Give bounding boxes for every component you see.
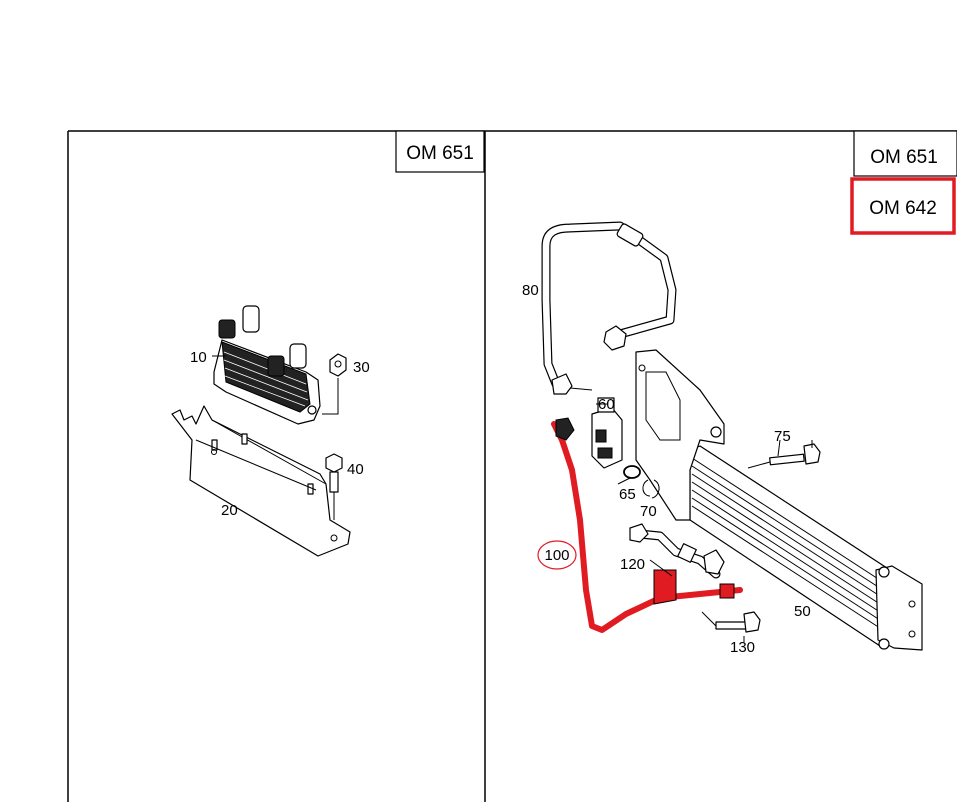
label-75: 75: [774, 428, 791, 445]
diagram-frame: [67, 130, 957, 802]
label-20: 20: [221, 502, 238, 519]
part-20-bracket[interactable]: [171, 405, 351, 557]
part-80-hose[interactable]: [541, 221, 677, 395]
right-panel: OM 651 OM 642: [522, 130, 957, 656]
label-120: 120: [620, 556, 645, 573]
left-leaders: [195, 355, 317, 491]
label-10: 10: [190, 349, 207, 366]
label-100: 100: [544, 547, 569, 564]
label-60: 60: [598, 396, 615, 413]
part-50-cooler[interactable]: [689, 445, 923, 651]
part-40-bolt[interactable]: [325, 453, 343, 520]
left-panel: OM 651: [171, 130, 485, 557]
part-10-oil-cooler[interactable]: [213, 305, 321, 425]
label-130: 130: [730, 639, 755, 656]
label-50: 50: [794, 603, 811, 620]
part-120-pipe[interactable]: [629, 523, 725, 579]
part-70-clip[interactable]: [642, 479, 660, 499]
label-100-highlighted[interactable]: 100: [537, 540, 577, 570]
right-leaders: [596, 403, 781, 485]
part-65-oring[interactable]: [623, 465, 641, 479]
label-30: 30: [353, 359, 370, 376]
part-100-oil-line[interactable]: [551, 417, 743, 633]
label-80: 80: [522, 282, 539, 299]
engine-tag-label: OM 642: [869, 198, 937, 219]
cooler-mount-bracket[interactable]: [635, 349, 725, 521]
label-40: 40: [347, 461, 364, 478]
part-130-bolt[interactable]: [701, 611, 761, 642]
part-60-clamp[interactable]: [591, 397, 623, 469]
engine-tag-om642-selected[interactable]: OM 642: [850, 177, 956, 235]
label-70: 70: [640, 503, 657, 520]
engine-tag-label: OM 651: [406, 143, 474, 164]
engine-tag-om651-right[interactable]: OM 651: [853, 130, 957, 177]
engine-tag-om651-left[interactable]: OM 651: [395, 130, 485, 173]
part-75-bolt[interactable]: [747, 440, 821, 469]
label-65: 65: [619, 486, 636, 503]
part-30-nut[interactable]: [322, 353, 347, 415]
engine-tag-label: OM 651: [870, 147, 938, 168]
